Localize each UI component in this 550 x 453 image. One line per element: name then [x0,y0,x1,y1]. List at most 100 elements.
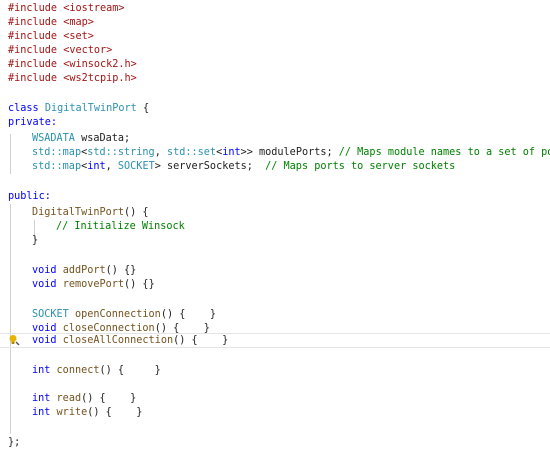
punct: >> [240,147,260,158]
include-header: <set> [63,31,94,42]
punct: ; [326,147,339,158]
method-name: closeAllConnection [62,335,174,346]
code-line-private[interactable]: private: [8,116,57,130]
code-line-field-moduleports[interactable]: std::map<std::string, std::set<int>> mod… [32,146,550,160]
namespace: std:: [32,161,63,172]
code-line-addport[interactable]: void addPort() {} [32,264,136,278]
punct: () { } [87,407,143,418]
type-socket: SOCKET [117,161,155,172]
include-directive: #include [8,31,58,42]
punct: , [154,147,167,158]
code-line-include-2[interactable]: #include <map> [8,16,94,30]
code-line-class-end[interactable]: }; [8,436,20,450]
code-line-write[interactable]: int write() { } [32,406,142,420]
open-brace: { [136,103,150,114]
method-name: closeConnection [62,323,155,334]
code-line-field-serversockets[interactable]: std::map<int, SOCKET> serverSockets; // … [32,160,455,174]
punct: > [154,161,167,172]
code-line-public[interactable]: public: [8,190,51,204]
current-line-highlight [0,333,550,348]
type-string: string [117,147,155,158]
punct: () { } [154,323,210,334]
namespace: std:: [32,147,63,158]
method-name: addPort [62,265,106,276]
return-type: int [32,393,51,404]
type-set: set [197,147,217,158]
indent-guide [10,134,11,174]
type-map: map [62,147,82,158]
punct: () {} [105,265,137,276]
punct: () {} [124,279,155,290]
private-label: private: [8,117,58,128]
return-type: void [32,323,57,334]
include-directive: #include [8,73,58,84]
include-header: <map> [63,17,94,28]
indent-guide [10,204,11,434]
punct: , [105,161,118,172]
comment: // Initialize Winsock [56,221,185,232]
lightbulb-icon[interactable] [8,334,20,346]
include-directive: #include [8,59,58,70]
comment: // Maps ports to server sockets [265,161,456,172]
punct: < [81,161,88,172]
indent-guide [34,220,35,240]
include-header: <winsock2.h> [63,59,137,70]
class-name: DigitalTwinPort [44,103,137,114]
punct: ; [246,161,266,172]
method-name: write [56,407,88,418]
code-line-include-4[interactable]: #include <vector> [8,44,112,58]
code-line-include-6[interactable]: #include <ws2tcpip.h> [8,72,137,86]
punct: () { } [173,335,229,346]
constructor-name: DigitalTwinPort [32,207,125,218]
class-end: }; [8,437,21,448]
public-label: public: [8,191,51,202]
punct: () { } [99,365,161,376]
include-directive: #include [8,45,58,56]
punct: < [81,147,88,158]
field-name: serverSockets [167,161,247,172]
field-type: WSADATA [32,133,75,144]
method-name: read [56,393,82,404]
return-type: SOCKET [32,309,69,320]
code-line-constructor-comment[interactable]: // Initialize Winsock [56,220,185,234]
type-int: int [87,161,106,172]
code-line-constructor[interactable]: DigitalTwinPort() { [32,206,149,220]
punct: () { [124,207,149,218]
code-line-openconnection[interactable]: SOCKET openConnection() { } [32,308,216,322]
type-int: int [222,147,241,158]
close-brace: } [32,235,39,246]
punct: () { } [160,309,217,320]
code-line-include-1[interactable]: #include <iostream> [8,2,125,16]
type-map: map [62,161,82,172]
code-line-field-wsadata[interactable]: WSADATA wsaData; [32,132,130,146]
method-name: openConnection [74,309,161,320]
include-directive: #include [8,3,58,14]
code-line-include-5[interactable]: #include <winsock2.h> [8,58,137,72]
return-type: void [32,265,57,276]
include-header: <ws2tcpip.h> [63,73,137,84]
punct: < [216,147,223,158]
comment: // Maps module names to a set of ports [338,147,550,158]
code-line-closeconnection[interactable]: void closeConnection() { } [32,322,210,336]
return-type: void [32,335,57,346]
code-line-connect[interactable]: int connect() { } [32,364,161,378]
class-keyword: class [8,103,39,114]
method-name: connect [56,365,100,376]
method-name: removePort [62,279,125,290]
code-line-constructor-end[interactable]: } [32,234,38,248]
field-name: wsaData; [74,133,131,144]
code-line-closeallconnection[interactable]: void closeAllConnection() { } [32,334,228,348]
return-type: int [32,365,51,376]
return-type: int [32,407,51,418]
namespace: std:: [87,147,118,158]
punct: () { } [81,393,137,404]
code-line-removeport[interactable]: void removePort() {} [32,278,155,292]
include-header: <iostream> [63,3,125,14]
code-line-class[interactable]: class DigitalTwinPort { [8,102,149,116]
code-line-read[interactable]: int read() { } [32,392,136,406]
return-type: void [32,279,57,290]
include-header: <vector> [63,45,113,56]
code-line-include-3[interactable]: #include <set> [8,30,94,44]
field-name: modulePorts [259,147,327,158]
